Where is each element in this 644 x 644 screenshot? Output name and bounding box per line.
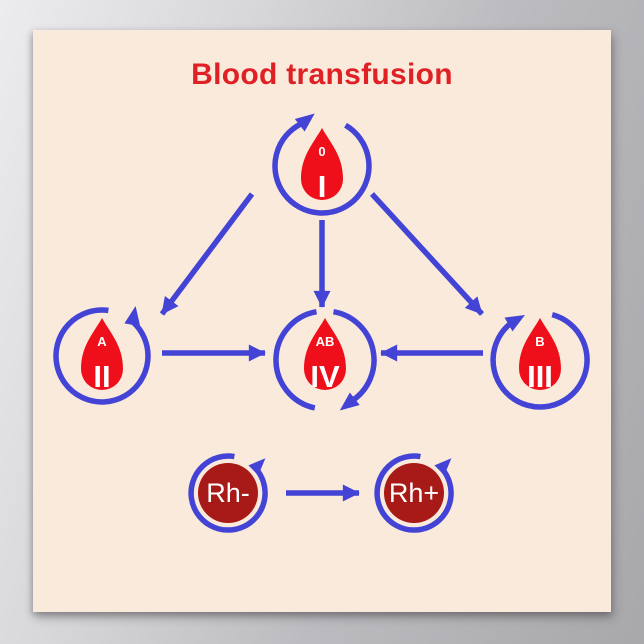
rh-negative-circular-arrow — [188, 453, 268, 533]
node-blood-type-I: 0 I — [272, 113, 372, 216]
node-IV-circular-arrowhead-icon — [339, 392, 360, 411]
poster: Blood transfusion — [33, 30, 611, 612]
rh-positive-circular-arrowhead-icon — [434, 458, 452, 476]
arrow-I-to-II-line — [159, 192, 255, 316]
node-I-circular-arrowhead-icon — [294, 113, 315, 132]
arrow-I-to-III-line — [369, 192, 485, 316]
blood-transfusion-diagram: 0 I A II AB IV B III — [53, 113, 590, 533]
rh-positive-circle — [384, 463, 444, 523]
node-IV-numeral: IV — [310, 359, 340, 394]
node-blood-type-III: B III — [490, 311, 590, 410]
blood-drop-icon — [301, 128, 343, 200]
node-blood-type-II: A II — [53, 306, 151, 405]
rh-positive-circular-arrow — [374, 453, 454, 533]
blood-drop-icon — [519, 318, 561, 390]
node-III-circular-arrowhead-icon — [504, 315, 525, 332]
blood-drop-icon — [81, 318, 123, 390]
node-II-numeral: II — [93, 359, 110, 394]
poster-title: Blood transfusion — [191, 58, 453, 91]
node-rh-negative: Rh- — [188, 453, 268, 533]
node-IV-group-letter: AB — [316, 334, 335, 349]
node-IV-circular-arrow-left — [273, 308, 318, 411]
rh-negative-label: Rh- — [206, 478, 250, 508]
node-III-circular-arrow — [490, 311, 590, 410]
node-II-circular-arrowhead-icon — [124, 306, 141, 327]
rh-positive-label: Rh+ — [389, 478, 439, 508]
node-rh-positive: Rh+ — [374, 453, 454, 533]
arrow-I-to-II — [159, 192, 255, 316]
node-IV-circular-arrow-right — [332, 308, 377, 403]
node-III-numeral: III — [527, 359, 553, 394]
rh-negative-circle — [198, 463, 258, 523]
arrow-I-to-III — [369, 192, 485, 316]
node-II-circular-arrow — [53, 307, 151, 405]
node-II-group-letter: A — [97, 334, 107, 349]
node-III-group-letter: B — [535, 334, 544, 349]
blood-drop-icon — [304, 318, 346, 390]
node-blood-type-IV: AB IV — [273, 308, 377, 411]
node-I-group-letter: 0 — [318, 144, 325, 159]
node-I-circular-arrow — [272, 120, 372, 216]
node-I-numeral: I — [318, 169, 327, 204]
rh-negative-circular-arrowhead-icon — [248, 458, 266, 476]
